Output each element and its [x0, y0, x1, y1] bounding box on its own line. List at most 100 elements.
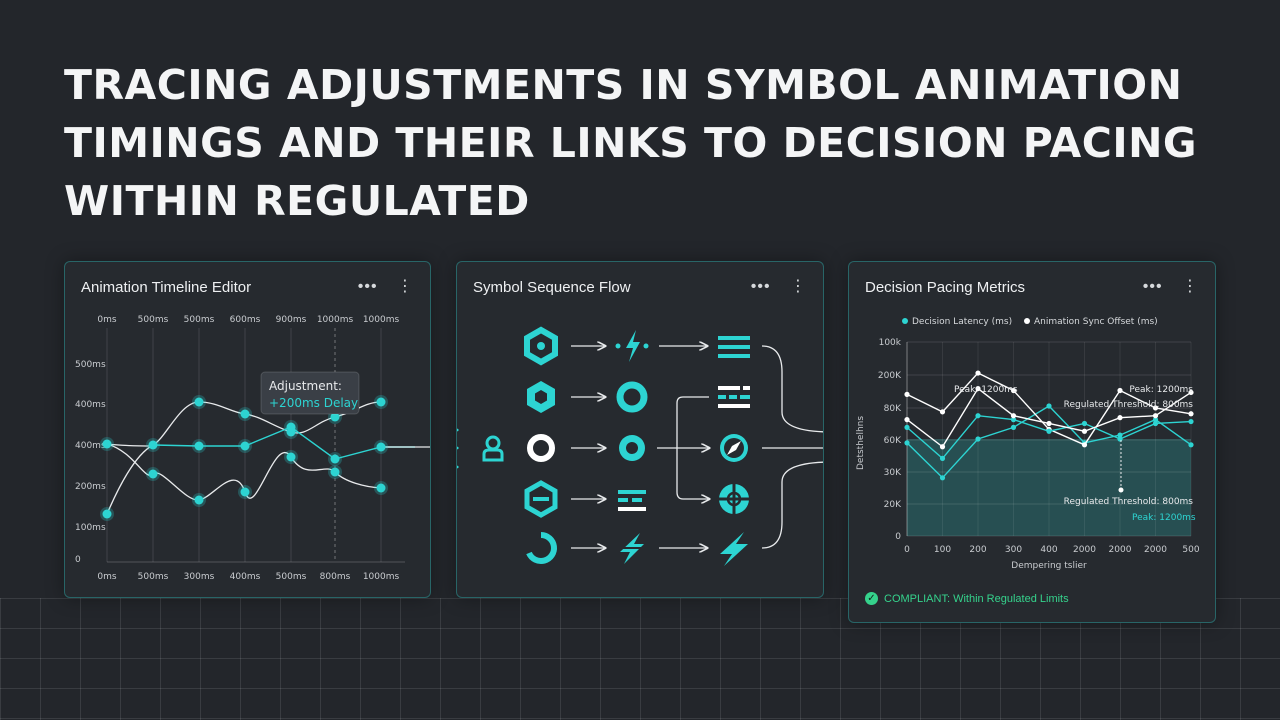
panel-menu: ••• ⋮ — [1129, 276, 1199, 296]
user-icon[interactable] — [482, 435, 504, 462]
y-tick-label: 400ms — [75, 400, 106, 410]
more-horizontal-icon[interactable]: ••• — [750, 278, 771, 295]
data-point — [975, 436, 981, 442]
more-horizontal-icon[interactable]: ••• — [1142, 278, 1163, 295]
data-point — [1117, 432, 1123, 438]
bottom-tick-label: 500ms — [276, 572, 307, 582]
data-point — [1010, 387, 1017, 394]
data-point — [1117, 387, 1123, 394]
panel-title: Animation Timeline Editor — [81, 279, 252, 296]
panel-title: Symbol Sequence Flow — [473, 279, 631, 296]
check-icon: ✓ — [865, 592, 878, 605]
data-point — [1188, 442, 1194, 448]
data-point — [939, 455, 946, 461]
keyframe-dot — [148, 469, 158, 479]
legend-marker — [1024, 318, 1030, 324]
data-point — [975, 370, 981, 376]
metrics-chart[interactable]: Decision Latency (ms) Animation Sync Offs… — [849, 262, 1215, 587]
more-vertical-icon[interactable]: ⋮ — [1182, 278, 1199, 295]
data-point — [1152, 417, 1159, 423]
data-point — [1010, 413, 1017, 419]
data-point — [1046, 420, 1052, 427]
flow-diagram — [457, 326, 823, 566]
bottom-tick-label: 300ms — [184, 572, 215, 582]
flow-connectors — [571, 346, 823, 548]
data-point — [1188, 418, 1194, 425]
arc-ring-icon[interactable] — [526, 532, 557, 564]
y-tick-label: 200K — [878, 371, 902, 381]
lines-icon[interactable] — [718, 336, 750, 358]
grid-circle-icon[interactable] — [719, 484, 749, 514]
compass-icon[interactable] — [720, 434, 748, 462]
x-tick-label: 0 — [904, 545, 910, 555]
bottom-tick-label: 400ms — [230, 572, 261, 582]
hexagon-split-icon[interactable] — [524, 480, 558, 518]
bolt-large-icon[interactable] — [720, 532, 748, 566]
hexagon-icon[interactable] — [527, 381, 555, 413]
y-tick-label: 400ms — [75, 441, 106, 451]
data-point — [1117, 415, 1123, 421]
data-point — [1046, 428, 1052, 434]
x-axis-label: Dempering tslier — [1011, 561, 1087, 571]
keyframe-dot — [376, 483, 386, 493]
compliance-text: COMPLIANT: Within Regulated Limits — [884, 592, 1069, 605]
bottom-tick-label: 500ms — [138, 572, 169, 582]
keyframe-dot — [376, 442, 386, 452]
data-point — [1188, 411, 1194, 417]
keyframe-dot — [102, 439, 112, 449]
data-point — [1152, 420, 1159, 427]
data-point — [904, 417, 910, 423]
bottom-tick-label: 1000ms — [363, 572, 400, 582]
decision-metrics-panel: Decision Pacing Metrics ••• ⋮ Decision L… — [848, 261, 1216, 623]
y-tick-label: 100k — [879, 338, 902, 348]
bottom-tick-label: 0ms — [97, 572, 116, 582]
data-point — [939, 444, 946, 450]
panel-title: Decision Pacing Metrics — [865, 279, 1026, 296]
keyframe-dot — [102, 509, 112, 519]
keyframe-dot — [330, 454, 340, 464]
keyframe-dot — [148, 440, 158, 450]
top-tick-label: 900ms — [276, 315, 307, 325]
dashed-lines-icon[interactable] — [718, 386, 750, 408]
data-point — [1117, 436, 1123, 442]
legend-label: Decision Latency (ms) — [912, 317, 1012, 327]
x-tick-label: 2000 — [1144, 545, 1167, 555]
y-tick-label: 0 — [895, 532, 901, 542]
keyframe-dot — [240, 487, 250, 497]
keyframe-dot — [286, 427, 296, 437]
chart-annotation: Peak: 1200ms — [1129, 385, 1193, 395]
data-point — [975, 385, 981, 392]
keyframe-dot — [194, 397, 204, 407]
bolt-split-icon[interactable] — [620, 533, 644, 564]
list-lines-icon[interactable] — [618, 490, 646, 511]
bolt-icon[interactable] — [615, 330, 649, 362]
data-point — [975, 413, 981, 419]
hexagon-ring-icon[interactable] — [524, 326, 558, 366]
compliance-status: ✓ COMPLIANT: Within Regulated Limits — [865, 592, 1069, 605]
keyframe-dot — [240, 409, 250, 419]
keyframe-dot — [286, 452, 296, 462]
x-tick-label: 100 — [934, 545, 951, 555]
y-tick-label: 0 — [75, 555, 81, 565]
top-tick-label: 500ms — [138, 315, 169, 325]
data-point — [904, 391, 910, 397]
ring-icon[interactable] — [616, 381, 648, 413]
more-vertical-icon[interactable]: ⋮ — [790, 278, 807, 295]
more-horizontal-icon[interactable]: ••• — [357, 278, 378, 295]
y-tick-label: 80K — [884, 404, 902, 414]
y-tick-label: 200ms — [75, 482, 106, 492]
data-point — [1010, 417, 1017, 423]
ring-bold-icon[interactable] — [527, 434, 555, 462]
timeline-editor-panel: Animation Timeline Editor ••• ⋮ 0ms 500ms… — [64, 261, 431, 598]
adjustment-tooltip: Adjustment: +200ms Delay — [260, 371, 360, 415]
target-ring-icon[interactable] — [619, 435, 645, 461]
data-point — [1152, 405, 1159, 411]
keyframe-dot — [194, 495, 204, 505]
page-title: TRACING ADJUSTMENTS IN SYMBOL ANIMATION … — [64, 61, 1198, 225]
legend-label: Animation Sync Offset (ms) — [1034, 317, 1158, 327]
data-point — [1081, 428, 1088, 434]
more-vertical-icon[interactable]: ⋮ — [397, 278, 414, 295]
chart-annotation: Peak: 1200ms — [954, 385, 1018, 395]
chart-legend: Decision Latency (ms) Animation Sync Offs… — [902, 317, 1158, 327]
